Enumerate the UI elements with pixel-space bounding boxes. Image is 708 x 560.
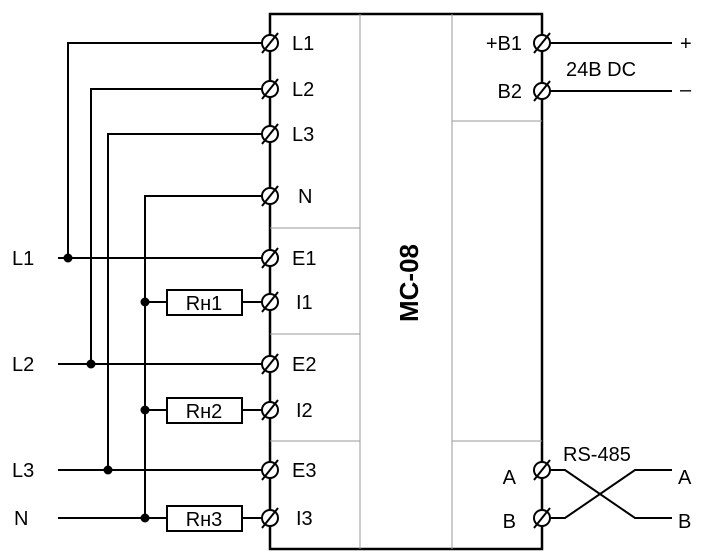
terminal-screw-icon (261, 507, 279, 529)
terminal-screw-icon (261, 185, 279, 207)
load-resistor-2: Rн2 (166, 397, 243, 424)
load-label: Rн2 (186, 401, 223, 423)
terminal-label: E3 (292, 460, 316, 482)
junction-dot (140, 297, 150, 307)
terminal-label: L1 (292, 33, 314, 55)
device-name: MC-08 (394, 244, 424, 322)
terminal-screw-icon (261, 399, 279, 421)
input-label-l3: L3 (12, 460, 34, 482)
terminal-label: N (298, 186, 312, 208)
power-label: 24В DC (566, 59, 636, 81)
input-label-n: N (14, 508, 28, 530)
terminal-screw-icon (261, 459, 279, 481)
terminal-screw-icon (533, 32, 551, 54)
bus-label: RS-485 (563, 444, 631, 466)
terminal-screw-icon (533, 507, 551, 529)
terminal-label: I3 (296, 508, 313, 530)
input-label-l1: L1 (12, 248, 34, 270)
load-resistor-3: Rн3 (166, 505, 243, 532)
terminal-screw-icon (261, 353, 279, 375)
terminal-label-b1: +B1 (486, 33, 522, 55)
terminal-screw-icon (261, 78, 279, 100)
load-label: Rн1 (186, 293, 223, 315)
terminal-label: L3 (292, 124, 314, 146)
terminal-screw-icon (533, 459, 551, 481)
terminal-label-b: B (503, 511, 516, 533)
load-resistor-1: Rн1 (166, 289, 243, 316)
device-body (268, 12, 544, 551)
load-label: Rн3 (186, 509, 223, 531)
bus-out-a: A (678, 467, 692, 489)
junction-dot (140, 513, 150, 523)
terminal-label: L2 (292, 79, 314, 101)
bus-out-b: B (678, 511, 691, 533)
terminal-label-a: A (503, 467, 517, 489)
junctions (63, 253, 150, 523)
terminal-label: E1 (292, 248, 316, 270)
terminal-label: E2 (292, 354, 316, 376)
terminal-screw-icon (261, 123, 279, 145)
power-minus: – (680, 79, 692, 101)
junction-dot (140, 405, 150, 415)
junction-dot (103, 465, 113, 475)
terminal-label: I1 (296, 292, 313, 314)
terminal-screw-icon (533, 80, 551, 102)
terminal-label-b2: B2 (498, 81, 522, 103)
input-label-l2: L2 (12, 354, 34, 376)
terminal-screw-icon (261, 247, 279, 269)
terminal-label: I2 (296, 400, 313, 422)
junction-dot (63, 253, 73, 263)
terminals (261, 32, 551, 529)
junction-dot (86, 359, 96, 369)
power-plus: + (680, 33, 692, 55)
terminal-screw-icon (261, 291, 279, 313)
terminal-screw-icon (261, 32, 279, 54)
